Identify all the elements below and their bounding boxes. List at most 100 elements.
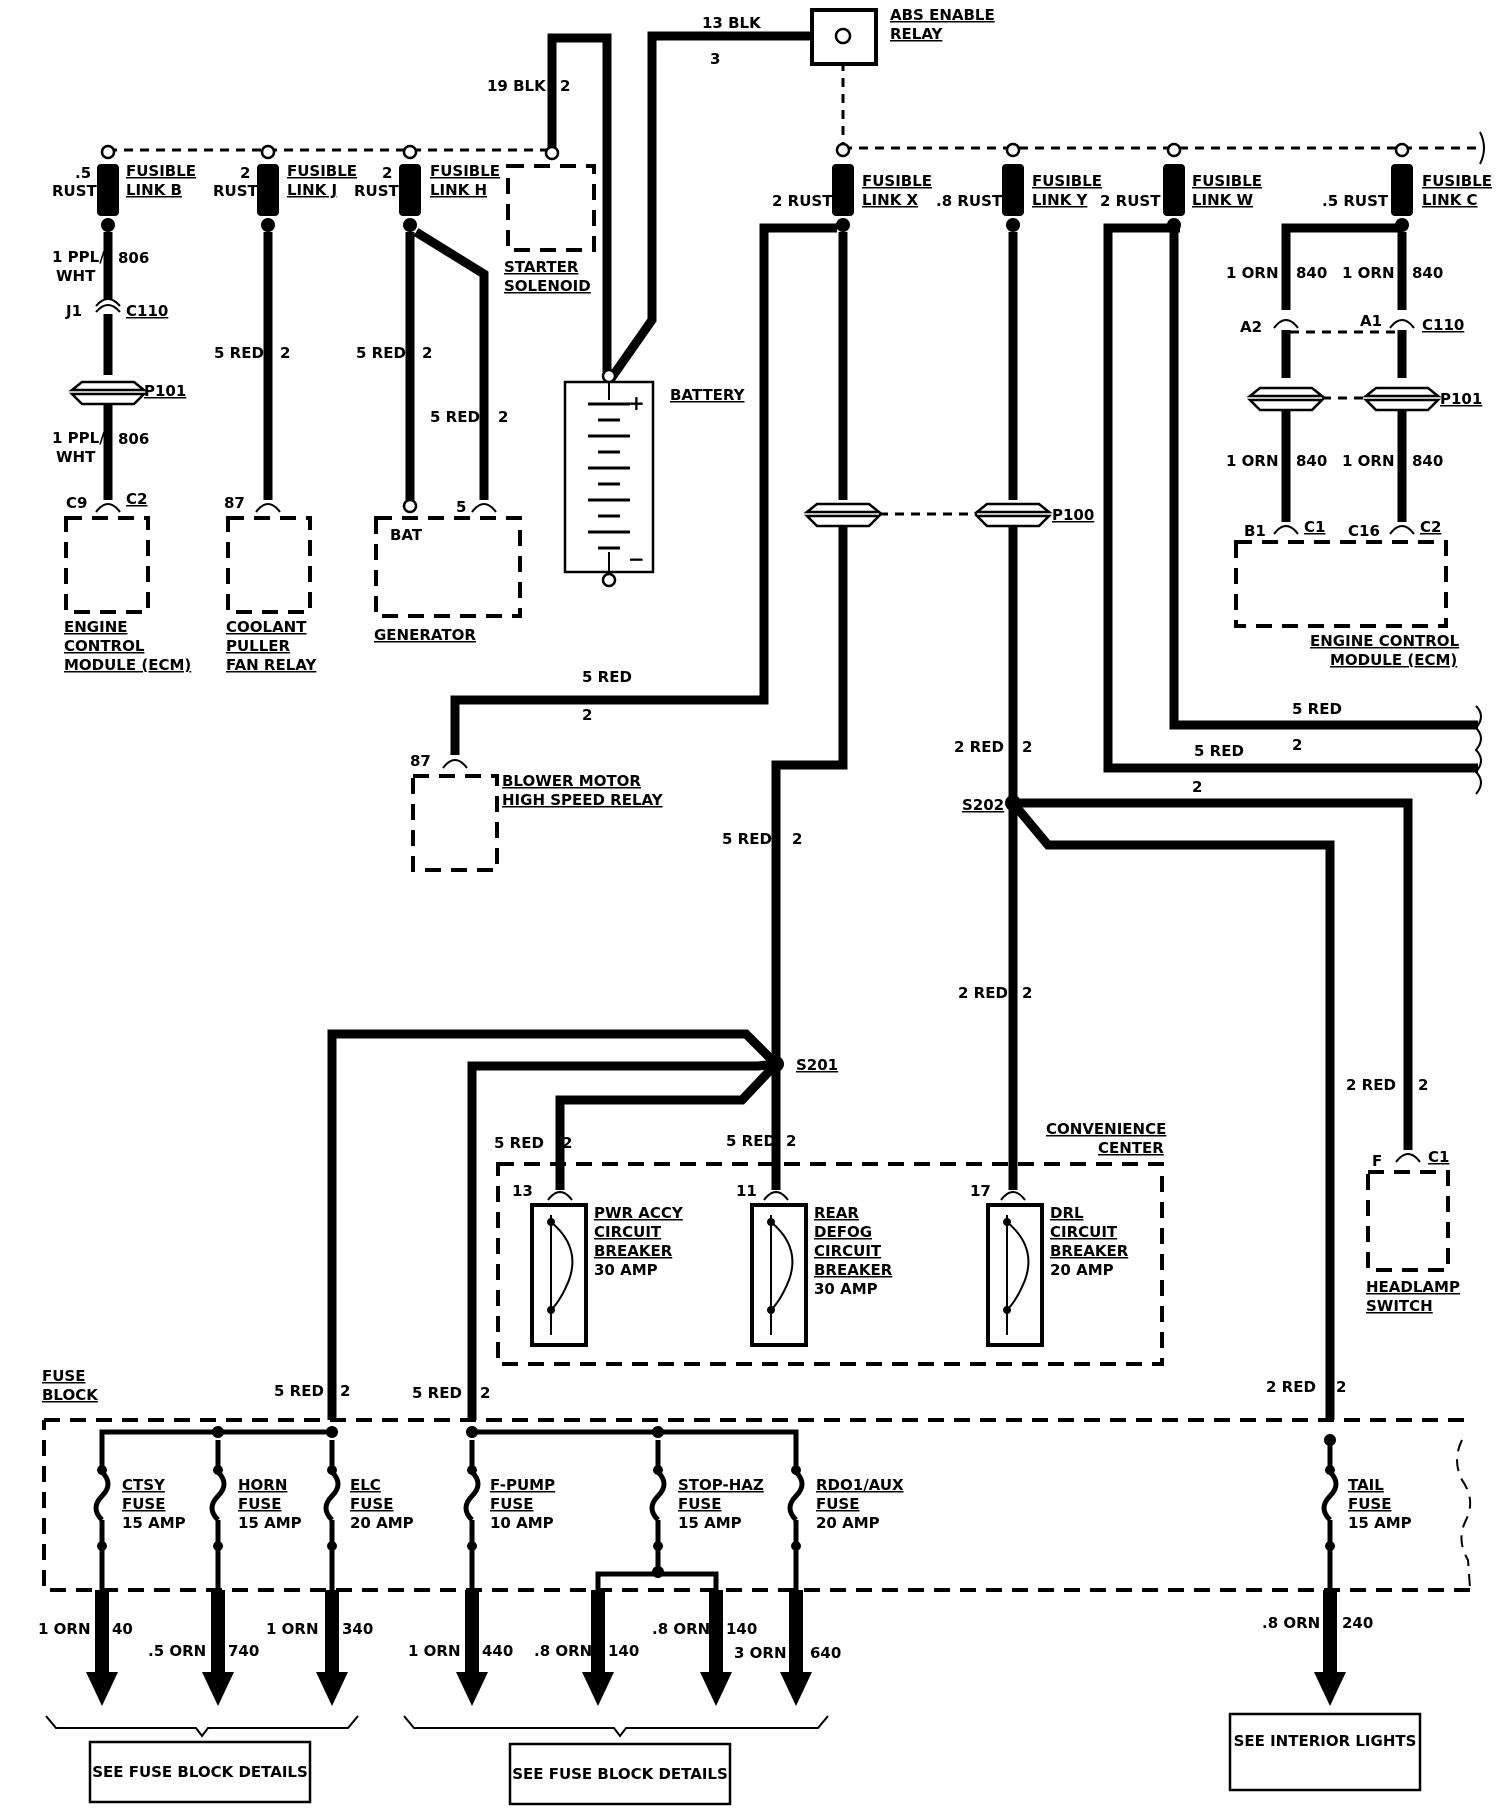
headlamp-conn: C1 xyxy=(1428,1148,1449,1166)
fl-y-name-1: FUSIBLE xyxy=(1032,172,1102,190)
ecm-l-pin: C9 xyxy=(66,494,87,512)
fb-w3: 2 RED xyxy=(1266,1378,1316,1396)
coolant-name-2: PULLER xyxy=(226,637,291,655)
tail-name-2: FUSE xyxy=(1348,1495,1391,1513)
fusible-link-x: 2 RUST FUSIBLE LINK X xyxy=(772,142,932,232)
wire-19blk-pin: 2 xyxy=(560,77,570,95)
fl-w-name-2: LINK W xyxy=(1192,191,1254,209)
headlamp-switch: 2 RED 2 F C1 HEADLAMP SWITCH xyxy=(1346,1076,1460,1315)
ecm-l-conn: C2 xyxy=(126,490,147,508)
fpump-name-3: 10 AMP xyxy=(490,1514,554,1532)
ecm-r-w2: 1 ORN xyxy=(1342,264,1395,282)
blower-name-2: HIGH SPEED RELAY xyxy=(502,791,664,809)
fpump-name-2: FUSE xyxy=(490,1495,533,1513)
fuse-ctsy: CTSY FUSE 15 AMP 1 ORN 40 xyxy=(38,1440,186,1706)
fpump-name-1: F-PUMP xyxy=(490,1476,555,1494)
see-interior: SEE INTERIOR LIGHTS xyxy=(1234,1732,1417,1750)
w5red-x: 5 RED xyxy=(722,830,772,848)
w2red-y: 2 RED xyxy=(954,738,1004,756)
see-fb-1: SEE FUSE BLOCK DETAILS xyxy=(92,1763,308,1781)
fusible-link-w: 2 RUST FUSIBLE LINK W xyxy=(1100,142,1262,232)
fuse-block-label-1: FUSE xyxy=(42,1367,85,1385)
ecm-r-p101: P101 xyxy=(1440,390,1482,408)
cb-pwr-accy: 13 5 RED 2 PWR ACCY CIRCUIT BREAKER 30 A… xyxy=(494,1134,684,1347)
gen-w2: 5 RED xyxy=(430,408,480,426)
ecm-r-a1: A1 xyxy=(1360,312,1382,330)
fl-h-name-2: LINK H xyxy=(430,181,487,199)
horn-name-3: 15 AMP xyxy=(238,1514,302,1532)
fl-j-name-2: LINK J xyxy=(287,181,337,199)
gen-name: GENERATOR xyxy=(374,626,476,644)
fl-x-label: 2 RUST xyxy=(772,192,833,210)
rdo-name-3: 20 AMP xyxy=(816,1514,880,1532)
horn-name-1: HORN xyxy=(238,1476,287,1494)
ecm-r-w1: 1 ORN xyxy=(1226,264,1279,282)
fb-w2-circ: 2 xyxy=(480,1384,490,1402)
cb1-circ: 2 xyxy=(562,1134,572,1152)
ecm-l-w1-circ: 806 xyxy=(118,249,149,267)
fl-c-name-1: FUSIBLE xyxy=(1422,172,1492,190)
coolant-name-1: COOLANT xyxy=(226,618,307,636)
headlamp-wire: 2 RED xyxy=(1346,1076,1396,1094)
tail-circ: 240 xyxy=(1342,1614,1373,1632)
p100-label: P100 xyxy=(1052,506,1094,524)
see-fb-2: SEE FUSE BLOCK DETAILS xyxy=(512,1765,728,1783)
cb2-circ: 2 xyxy=(786,1132,796,1150)
stophaz-out-b: .8 ORN xyxy=(652,1620,710,1638)
ecm-r-c110: C110 xyxy=(1422,316,1464,334)
reference-section: SEE FUSE BLOCK DETAILS SEE FUSE BLOCK DE… xyxy=(45,1712,1422,1806)
fusible-link-j: 2 RUST FUSIBLE LINK J xyxy=(213,144,357,232)
cb1-name-2: CIRCUIT xyxy=(594,1223,662,1241)
abs-relay-label-1: ABS ENABLE xyxy=(890,6,995,24)
blower-pin: 87 xyxy=(410,752,431,770)
fl-b-name-2: LINK B xyxy=(126,181,182,199)
rdo-out: 3 ORN xyxy=(734,1644,787,1662)
fl-y-label: .8 RUST xyxy=(936,192,1003,210)
coolant-pin: 87 xyxy=(224,494,245,512)
fusible-link-b: .5 RUST FUSIBLE LINK B xyxy=(52,144,196,245)
fusible-link-c: .5 RUST FUSIBLE LINK C xyxy=(1322,142,1492,232)
stophaz-circ-b: 140 xyxy=(726,1620,757,1638)
fuse-rdo1-aux: RDO1/AUX FUSE 20 AMP 3 ORN 640 xyxy=(734,1440,904,1706)
cb3-name-3: BREAKER xyxy=(1050,1242,1129,1260)
cb2-name-3: CIRCUIT xyxy=(814,1242,882,1260)
fuse-horn: HORN FUSE 15 AMP .5 ORN 740 xyxy=(148,1440,302,1706)
fl-j-color: RUST xyxy=(213,182,259,200)
ecm-l-w2-b: WHT xyxy=(56,448,96,466)
cb2-pin: 11 xyxy=(736,1182,757,1200)
fl-w-name-1: FUSIBLE xyxy=(1192,172,1262,190)
ctsy-name-3: 15 AMP xyxy=(122,1514,186,1532)
cb3-name-4: 20 AMP xyxy=(1050,1261,1114,1279)
fpump-out: 1 ORN xyxy=(408,1642,461,1660)
cb3-name-1: DRL xyxy=(1050,1204,1084,1222)
ecm-l-w1-b: WHT xyxy=(56,267,96,285)
ctsy-circ: 40 xyxy=(112,1620,133,1638)
stophaz-name-3: 15 AMP xyxy=(678,1514,742,1532)
cb3-name-2: CIRCUIT xyxy=(1050,1223,1118,1241)
s201-splice: S201 xyxy=(327,1029,838,1420)
fl-b-color: RUST xyxy=(52,182,98,200)
fl-h-color: RUST xyxy=(354,182,400,200)
fb-w2: 5 RED xyxy=(412,1384,462,1402)
headlamp-name-2: SWITCH xyxy=(1366,1297,1433,1315)
cb2-name-5: 30 AMP xyxy=(814,1280,878,1298)
cb1-name-3: BREAKER xyxy=(594,1242,673,1260)
ecm-l-w2-circ: 806 xyxy=(118,430,149,448)
horn-circ: 740 xyxy=(228,1642,259,1660)
blower-wire: 5 RED xyxy=(582,668,632,686)
rdo-name-2: FUSE xyxy=(816,1495,859,1513)
ecm-r-name-1: ENGINE CONTROL xyxy=(1310,632,1460,650)
p100-connector: P100 xyxy=(879,502,1094,528)
w2red-y2: 2 RED xyxy=(958,984,1008,1002)
link-y-wiring: 2 RED 2 S202 2 2 RED 2 xyxy=(954,232,1413,1420)
link-w-wiring: 5 RED 5 RED 2 xyxy=(1103,223,1482,795)
battery: + − BATTERY xyxy=(563,368,746,588)
wire-19blk-label: 19 BLK xyxy=(487,77,547,95)
fl-x-name-2: LINK X xyxy=(862,191,919,209)
abs-enable-relay: ABS ENABLE RELAY xyxy=(810,6,995,66)
headlamp-name-1: HEADLAMP xyxy=(1366,1278,1460,1296)
generator-branch: 5 RED 2 5 RED 2 5 BAT GENERATOR xyxy=(356,228,522,644)
ecm-r-a2: A2 xyxy=(1240,318,1262,336)
fb-w1-circ: 2 xyxy=(340,1382,350,1400)
w5red-right2-circ: 2 xyxy=(1292,736,1302,754)
